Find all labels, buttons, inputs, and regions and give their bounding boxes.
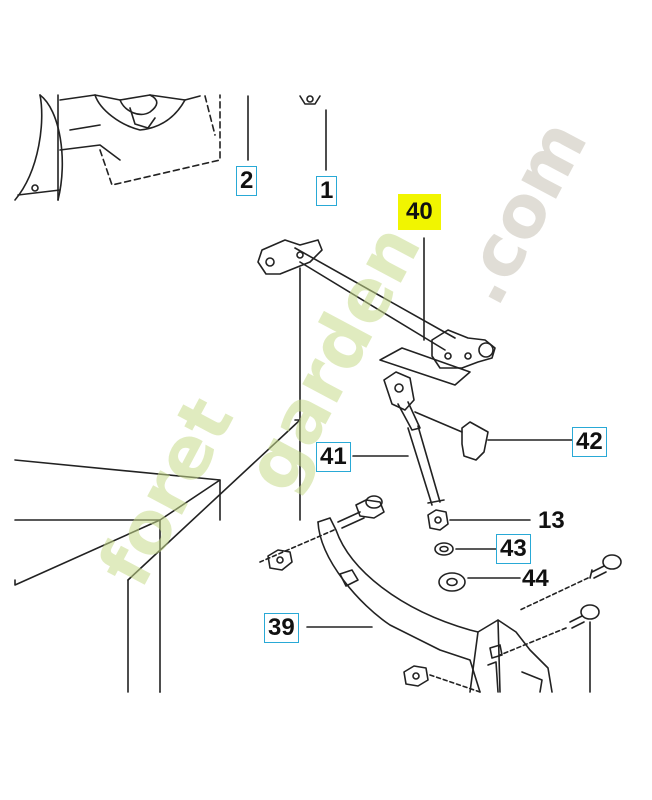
clip-42 xyxy=(414,411,489,461)
part-label-1: 1 xyxy=(316,176,338,206)
part-label-2: 2 xyxy=(236,166,258,196)
part-label-43: 43 xyxy=(496,534,531,564)
nut-13 xyxy=(427,509,449,531)
bolt-right-upper xyxy=(519,554,622,611)
part-label-41: 41 xyxy=(316,442,351,472)
bolt-upper xyxy=(259,495,385,563)
clevis-rod-41 xyxy=(383,371,445,506)
flange-nut-lower xyxy=(403,665,481,693)
bolt-1 xyxy=(299,95,321,105)
bolt-right-lower xyxy=(499,604,600,693)
auger-housing xyxy=(14,94,221,201)
washer-44 xyxy=(438,572,466,592)
flange-nut-left xyxy=(267,549,293,571)
washer-43 xyxy=(434,542,454,556)
shift-rod-40 xyxy=(257,239,496,369)
bracket-39 xyxy=(317,517,553,693)
part-label-39: 39 xyxy=(264,613,299,643)
rod-bracket xyxy=(379,347,471,386)
frame-plate xyxy=(14,419,301,693)
part-label-44: 44 xyxy=(522,565,549,592)
part-label-42: 42 xyxy=(572,427,607,457)
frame-line xyxy=(294,267,301,421)
part-label-13: 13 xyxy=(538,507,565,534)
part-label-40: 40 xyxy=(398,194,441,230)
